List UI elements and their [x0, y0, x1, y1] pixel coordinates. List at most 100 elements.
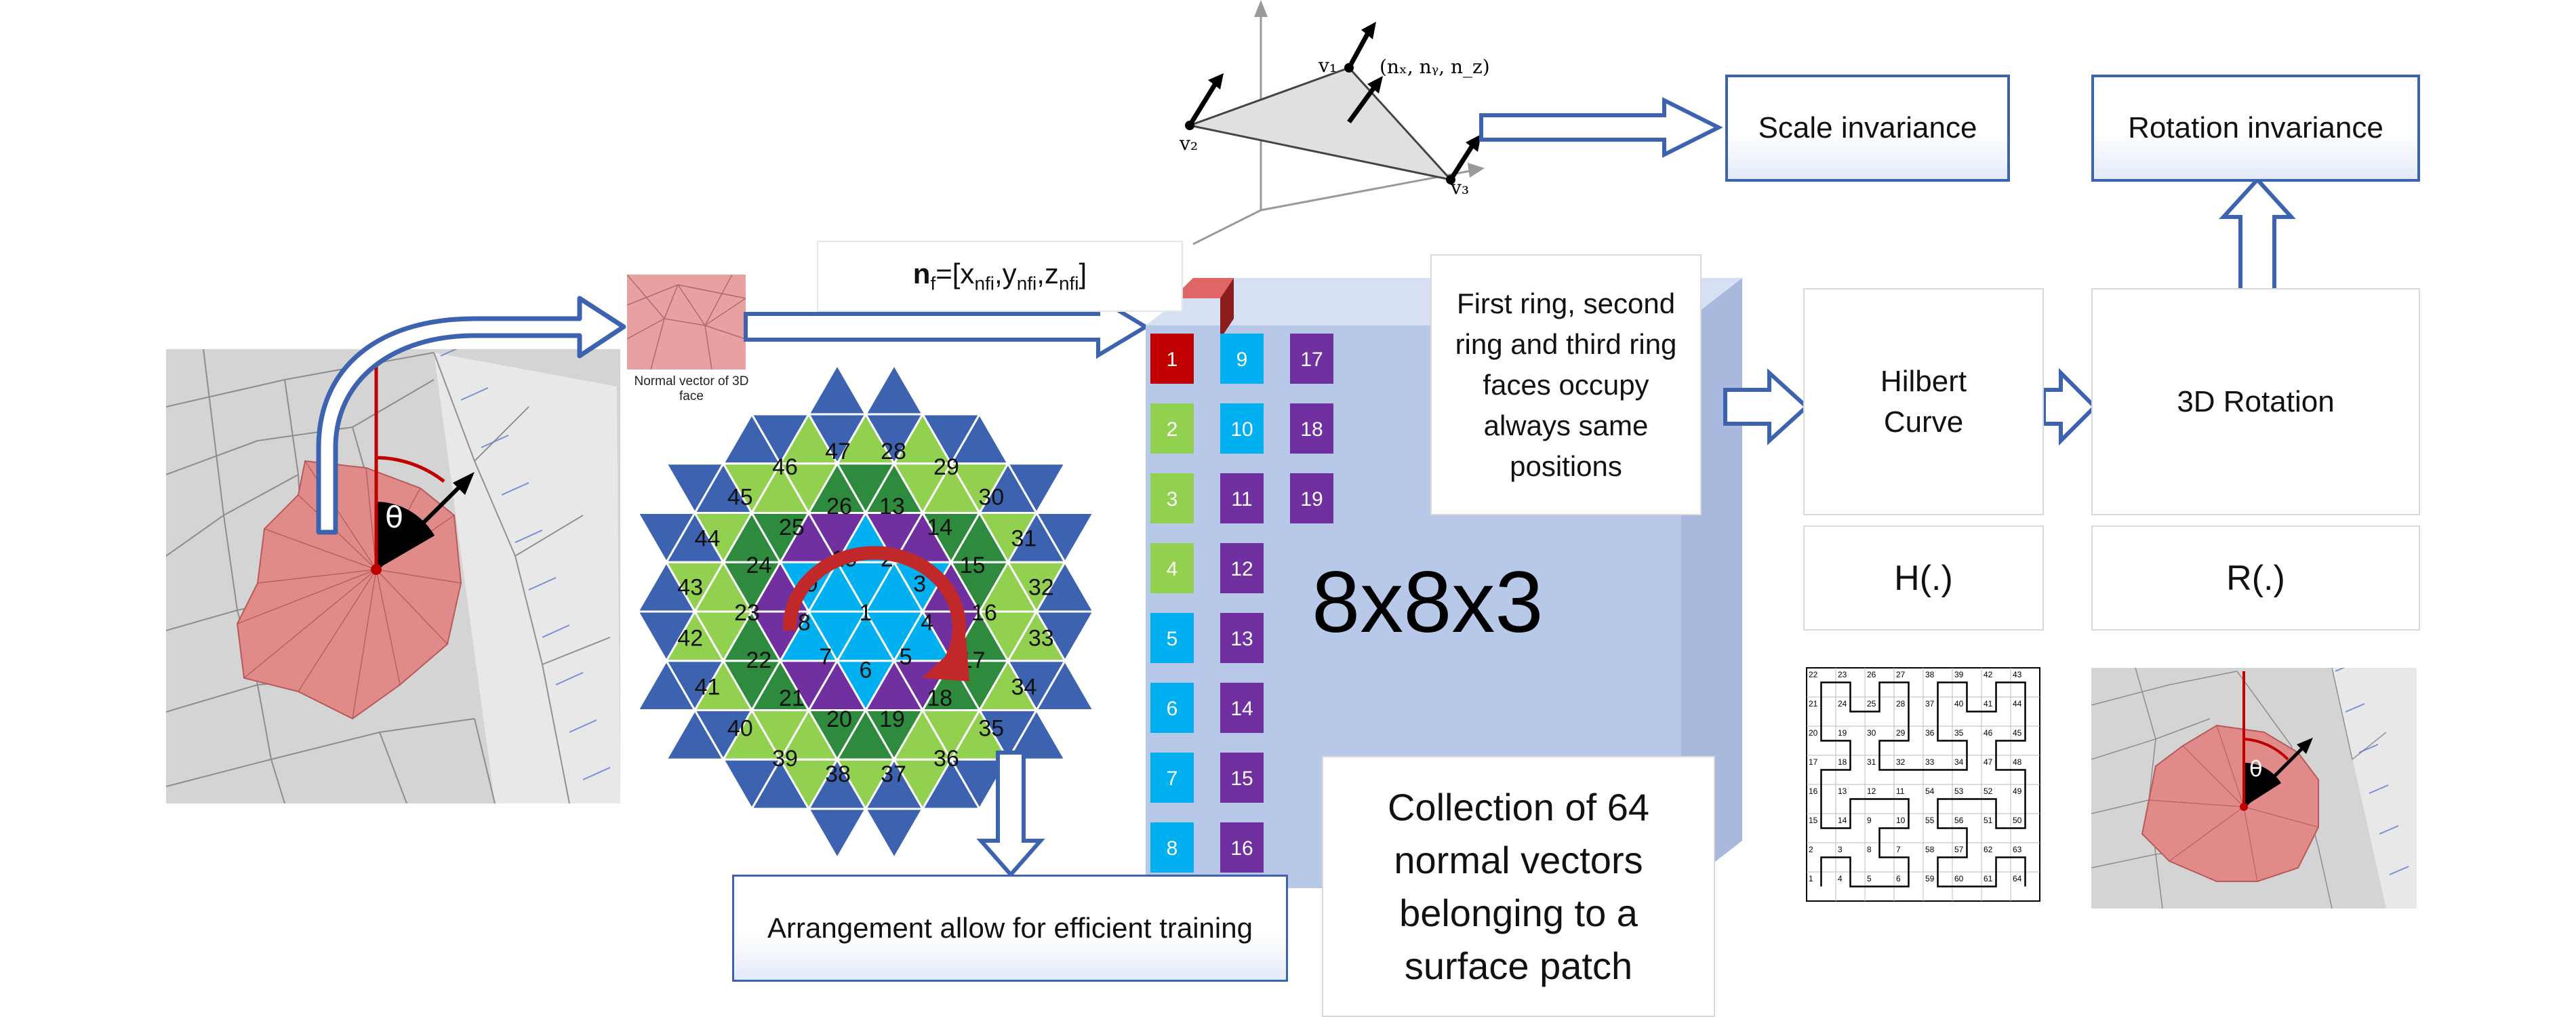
vector-cell: [1220, 334, 1264, 384]
vector-cell: [1220, 543, 1264, 593]
arrangement-number: 42: [677, 626, 703, 652]
vector-cell: [1220, 822, 1264, 873]
arrangement-triangle: [807, 363, 868, 416]
hilbert-number: 45: [2013, 728, 2022, 738]
vector-cell: [1150, 613, 1194, 663]
hilbert-number: 43: [2013, 670, 2022, 679]
face-thumbnail: [627, 275, 746, 370]
hilbert-number: 53: [1954, 786, 1964, 796]
vector-cell-label: 11: [1231, 488, 1252, 511]
hilbert-number: 59: [1925, 874, 1935, 883]
vector-cell-label: 1: [1167, 348, 1178, 371]
hilbert-number: 62: [1984, 845, 1993, 854]
hilbert-number: 38: [1925, 670, 1935, 679]
hilbert-number: 56: [1954, 816, 1964, 825]
normal-vector-caption: Normal vector of 3D face: [634, 374, 749, 403]
vector-cell: [1150, 403, 1194, 454]
arrangement-triangle: [1034, 658, 1095, 711]
vector-cell-label: 14: [1230, 698, 1253, 720]
hilbert-number: 21: [1809, 699, 1818, 709]
hilbert-number: 23: [1838, 670, 1847, 679]
hilbert-number: 24: [1838, 699, 1847, 709]
arrangement-number: 44: [695, 526, 721, 552]
vector-cell-label: 3: [1167, 488, 1178, 511]
hilbert-number: 36: [1925, 728, 1935, 738]
arrangement-number: 28: [881, 439, 906, 464]
hilbert-number: 28: [1896, 699, 1906, 709]
vector-cell-label: 6: [1167, 698, 1178, 720]
hilbert-number: 17: [1809, 757, 1818, 767]
rotation-3d-box: 3D Rotation: [2091, 288, 2420, 515]
arrangement-number: 16: [971, 600, 997, 626]
theta-label-left: θ: [385, 500, 403, 535]
arrangement-number: 24: [746, 553, 771, 578]
hilbert-number: 7: [1896, 845, 1901, 854]
hilbert-number: 48: [2013, 757, 2022, 767]
hilbert-number: 16: [1809, 786, 1818, 796]
hilbert-number: 30: [1867, 728, 1876, 738]
vector-cell-label: 9: [1236, 348, 1248, 371]
arrangement-triangle: [949, 758, 1010, 811]
hilbert-number: 15: [1809, 816, 1818, 825]
hilbert-number: 20: [1809, 728, 1818, 738]
scale-invariance-box: Scale invariance: [1725, 75, 2010, 182]
arrangement-number: 1: [860, 600, 872, 626]
ring-rotation-arrow: [782, 546, 966, 672]
arrangement-note-box: Arrangement allow for efficient training: [732, 875, 1288, 982]
hilbert-number: 8: [1867, 845, 1872, 854]
hilbert-path: [1820, 681, 2026, 888]
hilbert-number: 19: [1838, 728, 1847, 738]
hilbert-number: 44: [2013, 699, 2022, 709]
arrangement-number: 21: [779, 685, 805, 711]
arrangement-number: 46: [772, 454, 798, 480]
arrangement-triangle: [1034, 512, 1095, 565]
hilbert-function-box: H(.): [1803, 525, 2044, 631]
triangle-normals: [1188, 29, 1476, 181]
vector-cell: [1290, 403, 1333, 454]
vector-cell: [1220, 613, 1264, 663]
hilbert-number: 32: [1896, 757, 1906, 767]
theta-label-right: θ: [2249, 756, 2263, 782]
hilbert-number: 54: [1925, 786, 1935, 796]
hilbert-number: 2: [1809, 845, 1813, 854]
hilbert-number: 51: [1984, 816, 1993, 825]
arrangement-number: 38: [825, 761, 851, 787]
hilbert-number: 35: [1954, 728, 1964, 738]
hilbert-number: 9: [1867, 816, 1872, 825]
curved-arrow: [316, 296, 626, 535]
arrangement-number: 4: [921, 610, 933, 636]
hilbert-number: 11: [1896, 786, 1905, 796]
vector-cell-label: 4: [1167, 558, 1178, 580]
normal-arrow-left: [374, 478, 468, 572]
hilbert-number: 33: [1925, 757, 1935, 767]
arrangement-number: 39: [772, 746, 798, 772]
vector-cell: [1150, 543, 1194, 593]
arrangement-number: 29: [933, 454, 959, 480]
vector-cell-label: 12: [1230, 558, 1253, 580]
vector-cell: [1150, 753, 1194, 803]
vertex-v1-label: v₁: [1319, 54, 1337, 77]
vector-cell-label: 19: [1300, 488, 1323, 511]
arrangement-number: 8: [798, 610, 811, 636]
vertex-v3-label: v₃: [1451, 176, 1470, 199]
hilbert-number: 14: [1838, 816, 1847, 825]
arrangement-number: 20: [826, 706, 852, 732]
tensor-size-label: 8x8x3: [1312, 554, 1544, 651]
vector-cell: [1290, 334, 1333, 384]
vector-cell-label: 13: [1230, 628, 1253, 650]
arrangement-number: 6: [860, 658, 872, 683]
hilbert-number: 47: [1984, 757, 1993, 767]
arrangement-number: 5: [900, 644, 912, 670]
rotation-function-box: R(.): [2091, 525, 2420, 631]
vector-cell-label: 16: [1230, 837, 1253, 860]
hilbert-number: 10: [1896, 816, 1906, 825]
hilbert-number: 27: [1896, 670, 1906, 679]
hilbert-number: 61: [1984, 874, 1993, 883]
vector-cell: [1290, 473, 1333, 523]
hilbert-number: 4: [1838, 874, 1843, 883]
mesh-patch-left: [166, 349, 620, 803]
normal-formula-box: nf=[xnfi,ynfi,znfi]: [817, 241, 1183, 312]
arrow-to-scale: [1479, 97, 1723, 158]
